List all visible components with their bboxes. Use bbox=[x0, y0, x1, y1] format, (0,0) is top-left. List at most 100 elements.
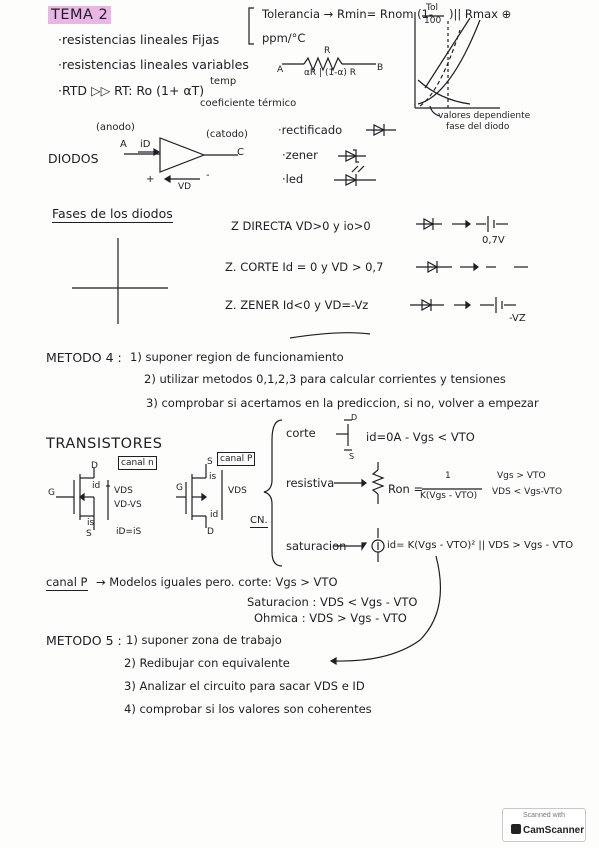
diode-id-label: iD bbox=[140, 139, 151, 150]
fase-corte: Z. CORTE Id = 0 y VD > 0,7 bbox=[225, 260, 384, 274]
graph-caption-2: fase del diodo bbox=[446, 122, 510, 132]
resistiva-condition-1: Vgs > VTO bbox=[497, 471, 546, 481]
diode-type-rectificado: ·rectificado bbox=[278, 123, 343, 137]
temp-label: temp bbox=[210, 76, 237, 87]
page-title: TEMA 2 bbox=[48, 6, 112, 24]
fases-heading: Fases de los diodos bbox=[52, 206, 173, 223]
nmos-idis-label: iD=iS bbox=[116, 527, 142, 537]
pmos-is-label: is bbox=[209, 472, 217, 482]
saturacion-region: saturacion bbox=[286, 539, 347, 553]
zener-note-curve bbox=[289, 332, 371, 339]
nmos-d-label: D bbox=[91, 461, 98, 471]
resistencias-fijas: ·resistencias lineales Fijas bbox=[58, 32, 220, 47]
watermark-brand-text: CamScanner bbox=[523, 825, 585, 836]
tolerancia-bracket bbox=[248, 7, 254, 45]
nmos-is-label: is bbox=[87, 518, 95, 528]
pmos-d-label: D bbox=[207, 527, 214, 537]
rtd-graph bbox=[414, 12, 500, 117]
nmos-s-label: S bbox=[86, 529, 92, 539]
tolerancia-frac-num: Tol bbox=[426, 3, 438, 13]
ron-denominator: K(Vgs - VTO) bbox=[420, 491, 478, 501]
ron-label: Ron = bbox=[388, 482, 424, 496]
directa-symbol bbox=[416, 216, 508, 232]
metodo5-step-3: 3) Analizar el circuito para sacar VDS e… bbox=[124, 679, 365, 693]
resistiva-resistor-symbol bbox=[334, 462, 482, 504]
nmos-vds-label: VDS bbox=[114, 486, 133, 496]
tolerancia-frac-den: 100 bbox=[424, 16, 442, 26]
zener-phase-symbol bbox=[410, 297, 516, 313]
corte-switch-symbol bbox=[336, 419, 352, 451]
metodo5-step-1: 1) suponer zona de trabajo bbox=[126, 633, 282, 647]
fase-zener: Z. ZENER Id<0 y VD=-Vz bbox=[225, 298, 369, 312]
nmos-id-label: id bbox=[92, 481, 101, 491]
corte-equation: id=0A - Vgs < VTO bbox=[366, 430, 475, 444]
fase-directa: Z DIRECTA VD>0 y io>0 bbox=[231, 219, 371, 233]
camscanner-watermark: Scanned with CamScanner bbox=[502, 808, 586, 842]
canal-p-label: canal P bbox=[217, 452, 256, 466]
fases-axes bbox=[72, 238, 168, 324]
zener-symbol bbox=[338, 149, 366, 163]
transistores-heading: TRANSISTORES bbox=[46, 436, 163, 452]
fase-zener-voltage: -VZ bbox=[509, 313, 526, 324]
potentiometer-a-label: A bbox=[277, 65, 284, 75]
resistencias-variables: ·resistencias lineales variables bbox=[58, 57, 249, 72]
rectificado-symbol bbox=[366, 124, 396, 136]
rtd-formula: ·RTD ▷▷ RT: Ro (1+ αT) bbox=[58, 83, 205, 98]
corte-symbol bbox=[416, 260, 528, 274]
metodo4-heading: METODO 4 : bbox=[46, 350, 122, 365]
tolerancia-formula: Tolerancia → Rmin= Rnom (1- bbox=[262, 7, 434, 21]
pmos-id-label: id bbox=[210, 510, 219, 520]
pmos-vds-label: VDS bbox=[228, 486, 247, 496]
corte-d-mark: D bbox=[351, 413, 357, 422]
metodo4-step-3: 3) comprobar si acertamos en la predicci… bbox=[146, 396, 539, 410]
diodos-heading: DIODOS bbox=[48, 151, 99, 166]
canal-p-ohmica: Ohmica : VDS > Vgs - VTO bbox=[254, 611, 407, 625]
resistiva-condition-2: VDS < Vgs-VTO bbox=[492, 487, 563, 497]
metodo5-link-arrowhead bbox=[329, 656, 337, 666]
cn-label: CN. bbox=[250, 515, 268, 528]
pmos-s-label: S bbox=[207, 457, 213, 467]
potentiometer-r-label: R bbox=[324, 46, 331, 56]
saturacion-source-symbol bbox=[334, 528, 385, 562]
anodo-label: (anodo) bbox=[96, 122, 135, 133]
ppm-unit: ppm/°C bbox=[262, 31, 306, 45]
metodo5-step-4: 4) comprobar si los valores son coherent… bbox=[124, 702, 372, 716]
nmos-g-label: G bbox=[48, 488, 55, 498]
corte-s-mark: S bbox=[349, 452, 354, 461]
rmax-formula: )|| Rmax ⊕ bbox=[449, 7, 512, 21]
potentiometer-symbol bbox=[282, 56, 376, 72]
nmos-vdvs-label: VD-VS bbox=[114, 500, 142, 510]
metodo4-step-1: 1) suponer region de funcionamiento bbox=[130, 350, 344, 364]
canal-p-saturacion: Saturacion : VDS < Vgs - VTO bbox=[247, 595, 418, 609]
metodo5-heading: METODO 5 : bbox=[46, 633, 122, 648]
metodo5-step-2: 2) Redibujar con equivalente bbox=[124, 656, 290, 670]
graph-caption-1: valores dependiente bbox=[438, 111, 531, 121]
nmos-symbol bbox=[56, 468, 110, 530]
diode-type-zener: ·zener bbox=[282, 148, 318, 162]
diode-vd-label: VD bbox=[178, 182, 192, 192]
saturacion-equation: id= K(Vgs - VTO)² || VDS > Vgs - VTO bbox=[387, 540, 574, 551]
watermark-caption: Scanned with bbox=[522, 812, 566, 819]
canal-n-label: canal n bbox=[118, 456, 157, 470]
corte-region: corte bbox=[286, 426, 316, 440]
potentiometer-b-label: B bbox=[377, 63, 384, 73]
diode-c-label: C bbox=[237, 147, 244, 158]
diode-minus-label: - bbox=[206, 170, 210, 181]
diode-type-led: ·led bbox=[282, 172, 304, 186]
pmos-g-label: G bbox=[176, 483, 183, 493]
canal-p-models-label: canal P bbox=[46, 575, 88, 591]
canal-p-models-text: → Modelos iguales pero. corte: Vgs > VTO bbox=[96, 575, 338, 589]
diode-plus-label: + bbox=[146, 174, 155, 185]
fase-directa-voltage: 0,7V bbox=[482, 235, 505, 246]
coeficiente-termico-label: coeficiente térmico bbox=[200, 98, 297, 109]
diode-block-symbol bbox=[124, 137, 238, 184]
watermark-brand: CamScanner bbox=[511, 824, 584, 836]
led-symbol bbox=[334, 165, 376, 186]
resistiva-region: resistiva bbox=[286, 476, 335, 490]
ron-numerator: 1 bbox=[445, 471, 451, 481]
camscanner-logo-icon bbox=[511, 824, 521, 834]
potentiometer-split-label: αR | (1-α) R bbox=[304, 68, 356, 78]
metodo5-link-arrow bbox=[335, 555, 442, 662]
metodo4-step-2: 2) utilizar metodos 0,1,2,3 para calcula… bbox=[144, 372, 506, 386]
